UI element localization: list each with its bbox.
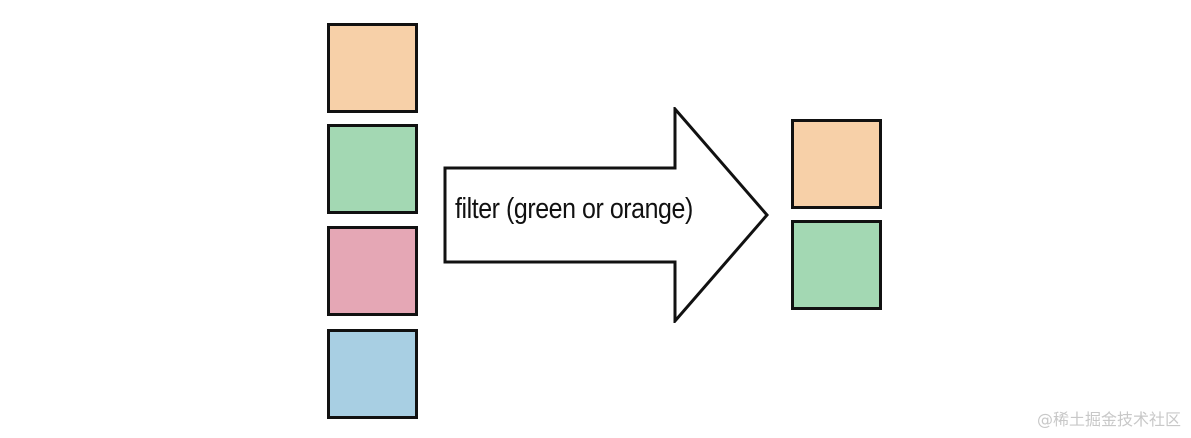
input-square-orange bbox=[327, 23, 418, 113]
input-square-pink bbox=[327, 226, 418, 316]
input-square-blue bbox=[327, 329, 418, 419]
arrow-icon bbox=[443, 107, 769, 323]
output-square-orange bbox=[791, 119, 882, 209]
filter-operation-label: filter (green or orange) bbox=[455, 193, 693, 225]
input-square-green bbox=[327, 124, 418, 214]
watermark: @稀土掘金技术社区 bbox=[1036, 410, 1181, 429]
output-square-green bbox=[791, 220, 882, 310]
